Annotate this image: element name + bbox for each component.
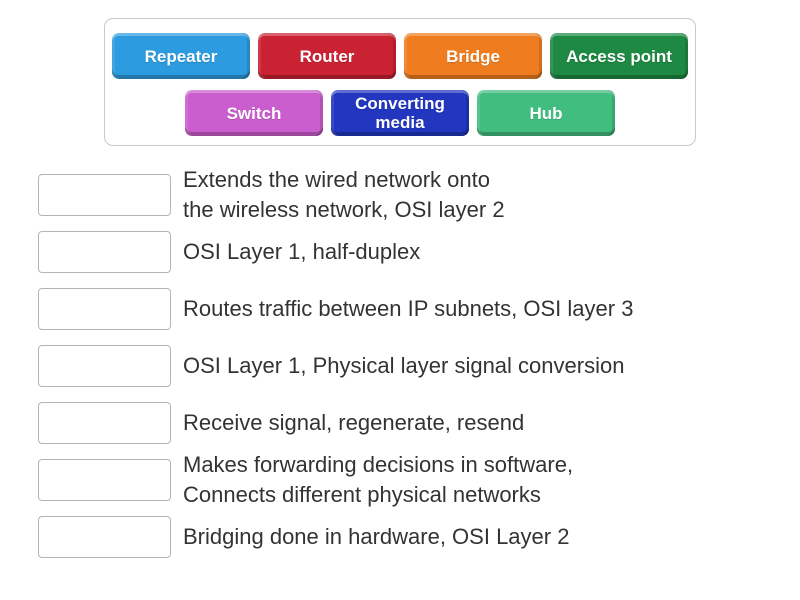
answer-slot-7[interactable]: [38, 515, 171, 558]
tile-router[interactable]: Router: [258, 33, 396, 79]
match-row-7: Bridging done in hardware, OSI Layer 2: [38, 515, 800, 558]
match-description-7: Bridging done in hardware, OSI Layer 2: [183, 523, 570, 549]
answer-slot-3[interactable]: [38, 287, 171, 330]
match-description-5: Receive signal, regenerate, resend: [183, 409, 525, 435]
match-description-3: Routes traffic between IP subnets, OSI l…: [183, 295, 634, 321]
word-bank-row-1: Repeater Router Bridge Access point: [105, 33, 695, 79]
tile-repeater[interactable]: Repeater: [112, 33, 250, 79]
tile-access-point[interactable]: Access point: [550, 33, 688, 79]
match-description-1: Extends the wired network onto the wirel…: [183, 166, 505, 222]
match-list: Extends the wired network onto the wirel…: [38, 167, 800, 558]
answer-slot-2[interactable]: [38, 230, 171, 273]
match-description-6: Makes forwarding decisions in software, …: [183, 451, 574, 507]
match-row-1: Extends the wired network onto the wirel…: [38, 167, 800, 222]
match-row-2: OSI Layer 1, half-duplex: [38, 230, 800, 273]
match-description-2: OSI Layer 1, half-duplex: [183, 238, 421, 264]
tile-switch[interactable]: Switch: [185, 90, 323, 136]
match-description-4: OSI Layer 1, Physical layer signal conve…: [183, 352, 625, 378]
answer-slot-1[interactable]: [38, 173, 171, 216]
word-bank-panel: Repeater Router Bridge Access point Swit…: [104, 18, 696, 146]
answer-slot-6[interactable]: [38, 458, 171, 501]
answer-slot-4[interactable]: [38, 344, 171, 387]
word-bank-row-2: Switch Converting media Hub: [105, 90, 695, 136]
answer-slot-5[interactable]: [38, 401, 171, 444]
tile-converting-media[interactable]: Converting media: [331, 90, 469, 136]
match-row-6: Makes forwarding decisions in software, …: [38, 452, 800, 507]
tile-bridge[interactable]: Bridge: [404, 33, 542, 79]
match-row-4: OSI Layer 1, Physical layer signal conve…: [38, 344, 800, 387]
tile-hub[interactable]: Hub: [477, 90, 615, 136]
match-row-5: Receive signal, regenerate, resend: [38, 401, 800, 444]
match-row-3: Routes traffic between IP subnets, OSI l…: [38, 287, 800, 330]
